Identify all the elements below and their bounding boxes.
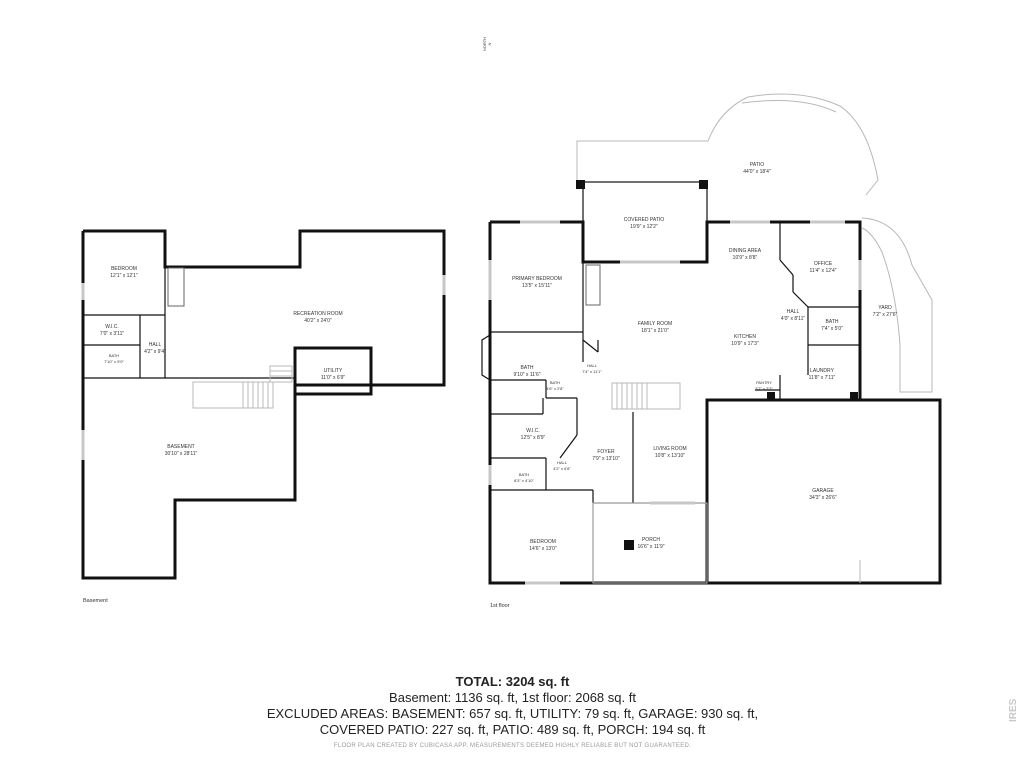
room-name: HALL xyxy=(587,363,598,368)
room-name: LIVING ROOM xyxy=(653,446,686,452)
post-icon xyxy=(767,392,775,400)
fireplace-icon xyxy=(167,267,185,307)
room-name: FOYER xyxy=(597,449,615,455)
north-indicator: NORTH N xyxy=(482,37,492,51)
room-dims: 7'2" x 27'6" xyxy=(873,312,898,318)
total-area: TOTAL: 3204 sq. ft xyxy=(455,674,570,689)
room-dims: 7'10" x 5'0" xyxy=(104,359,124,364)
room-name: BATH xyxy=(826,319,839,325)
room-dims: 8'3" x 4'10" xyxy=(514,478,534,483)
floor-areas: Basement: 1136 sq. ft, 1st floor: 2068 s… xyxy=(389,690,636,705)
post-icon xyxy=(624,540,634,550)
yard-outline xyxy=(861,217,933,393)
room-dims: 11'0" x 6'9" xyxy=(321,375,345,381)
room-name: LAUNDRY xyxy=(810,368,834,374)
post-icon xyxy=(699,180,708,189)
room-dims: 44'0" x 18'4" xyxy=(743,169,771,175)
room-name: DINING AREA xyxy=(729,248,762,254)
room-dims: 7'4" x 5'0" xyxy=(821,326,843,332)
room-name: HALL xyxy=(557,460,568,465)
first-floor-caption: 1st floor xyxy=(490,603,510,609)
room-name: BASEMENT xyxy=(167,444,195,450)
room-name: BATH xyxy=(109,353,119,358)
room-dims: 7'0" x 3'11" xyxy=(100,331,124,337)
patio-outline xyxy=(576,93,879,196)
room-name: W.I.C. xyxy=(526,428,540,434)
room-name: KITCHEN xyxy=(734,334,756,340)
room-dims: 18'1" x 21'0" xyxy=(641,328,669,334)
basement-stairs xyxy=(192,365,293,409)
room-dims: 11'8" x 7'11" xyxy=(809,375,836,381)
room-dims: 4'2" x 9'4" xyxy=(144,349,166,355)
porch-outline xyxy=(592,502,708,584)
room-name: PRIMARY BEDROOM xyxy=(512,276,562,282)
room-name: PANTRY xyxy=(756,380,772,385)
room-dims: 30'10" x 28'11" xyxy=(165,451,198,457)
north-letter: N xyxy=(487,42,492,45)
room-dims: 7'9" x 13'10" xyxy=(592,456,620,462)
watermark-logo: IRES xyxy=(1008,698,1019,722)
post-icon xyxy=(850,392,858,400)
basement-caption: Basement xyxy=(83,598,108,604)
excluded-areas-line1: EXCLUDED AREAS: BASEMENT: 657 sq. ft, UT… xyxy=(266,706,759,721)
room-dims: 11'4" x 12'4" xyxy=(809,268,836,274)
garage-wall xyxy=(707,398,942,585)
room-name: BATH xyxy=(519,472,529,477)
room-dims: 16'6" x 11'9" xyxy=(637,544,664,550)
room-dims: 10'9" x 17'3" xyxy=(731,341,759,347)
room-dims: 3'7" x 3'3" xyxy=(755,386,773,391)
fireplace-icon xyxy=(585,264,601,306)
basement-utility-wall xyxy=(293,346,373,396)
room-name: RECREATION ROOM xyxy=(293,311,342,317)
room-dims: 9'10" x 11'6" xyxy=(513,372,540,378)
room-dims: 7'4" x 11'1" xyxy=(582,369,602,374)
disclaimer: FLOOR PLAN CREATED BY CUBICASA APP. MEAS… xyxy=(333,743,692,749)
room-name: COVERED PATIO xyxy=(624,217,664,223)
room-name: BEDROOM xyxy=(530,539,556,545)
first-floor-plan: PATIO 44'0" x 18'4" COVERED PATIO 19'9" … xyxy=(481,93,942,609)
room-name: BEDROOM xyxy=(111,266,137,272)
room-dims: 34'3" x 26'6" xyxy=(809,495,837,501)
room-name: BATH xyxy=(521,365,534,371)
room-dims: 4'2" x 6'8" xyxy=(553,466,571,471)
room-name: HALL xyxy=(149,342,162,348)
room-dims: 13'5" x 15'11" xyxy=(522,283,552,289)
room-dims: 12'5" x 8'9" xyxy=(521,435,546,441)
patio-edge xyxy=(741,99,837,113)
room-name: UTILITY xyxy=(324,368,343,374)
room-name: GARAGE xyxy=(812,488,834,494)
north-label: NORTH xyxy=(482,37,487,51)
room-name: PORCH xyxy=(642,537,660,543)
room-dims: 19'9" x 12'2" xyxy=(630,224,658,230)
excluded-areas-line2: COVERED PATIO: 227 sq. ft, PATIO: 489 sq… xyxy=(319,722,706,737)
room-name: HALL xyxy=(787,309,800,315)
room-dims: 40'2" x 24'0" xyxy=(304,318,332,324)
room-dims: 10'8" x 13'10" xyxy=(655,453,685,459)
room-name: FAMILY ROOM xyxy=(638,321,672,327)
room-dims: 12'1" x 12'1" xyxy=(110,273,138,279)
room-name: PATIO xyxy=(750,162,764,168)
room-dims: 14'6" x 13'0" xyxy=(529,546,557,552)
basement-plan: BEDROOM 12'1" x 12'1" RECREATION ROOM 40… xyxy=(81,229,446,604)
area-totals: TOTAL: 3204 sq. ft Basement: 1136 sq. ft… xyxy=(0,674,1025,738)
room-name: YARD xyxy=(878,305,892,311)
first-floor-stairs xyxy=(611,382,681,410)
room-dims: 4'0" x 8'11" xyxy=(781,316,805,322)
bay-window xyxy=(481,334,491,381)
room-dims: 10'9" x 8'8" xyxy=(733,255,758,261)
room-dims: 4'6" x 2'8" xyxy=(546,386,564,391)
room-name: OFFICE xyxy=(814,261,833,267)
room-name: BATH xyxy=(550,380,560,385)
room-name: W.I.C. xyxy=(105,324,119,330)
post-icon xyxy=(576,180,585,189)
